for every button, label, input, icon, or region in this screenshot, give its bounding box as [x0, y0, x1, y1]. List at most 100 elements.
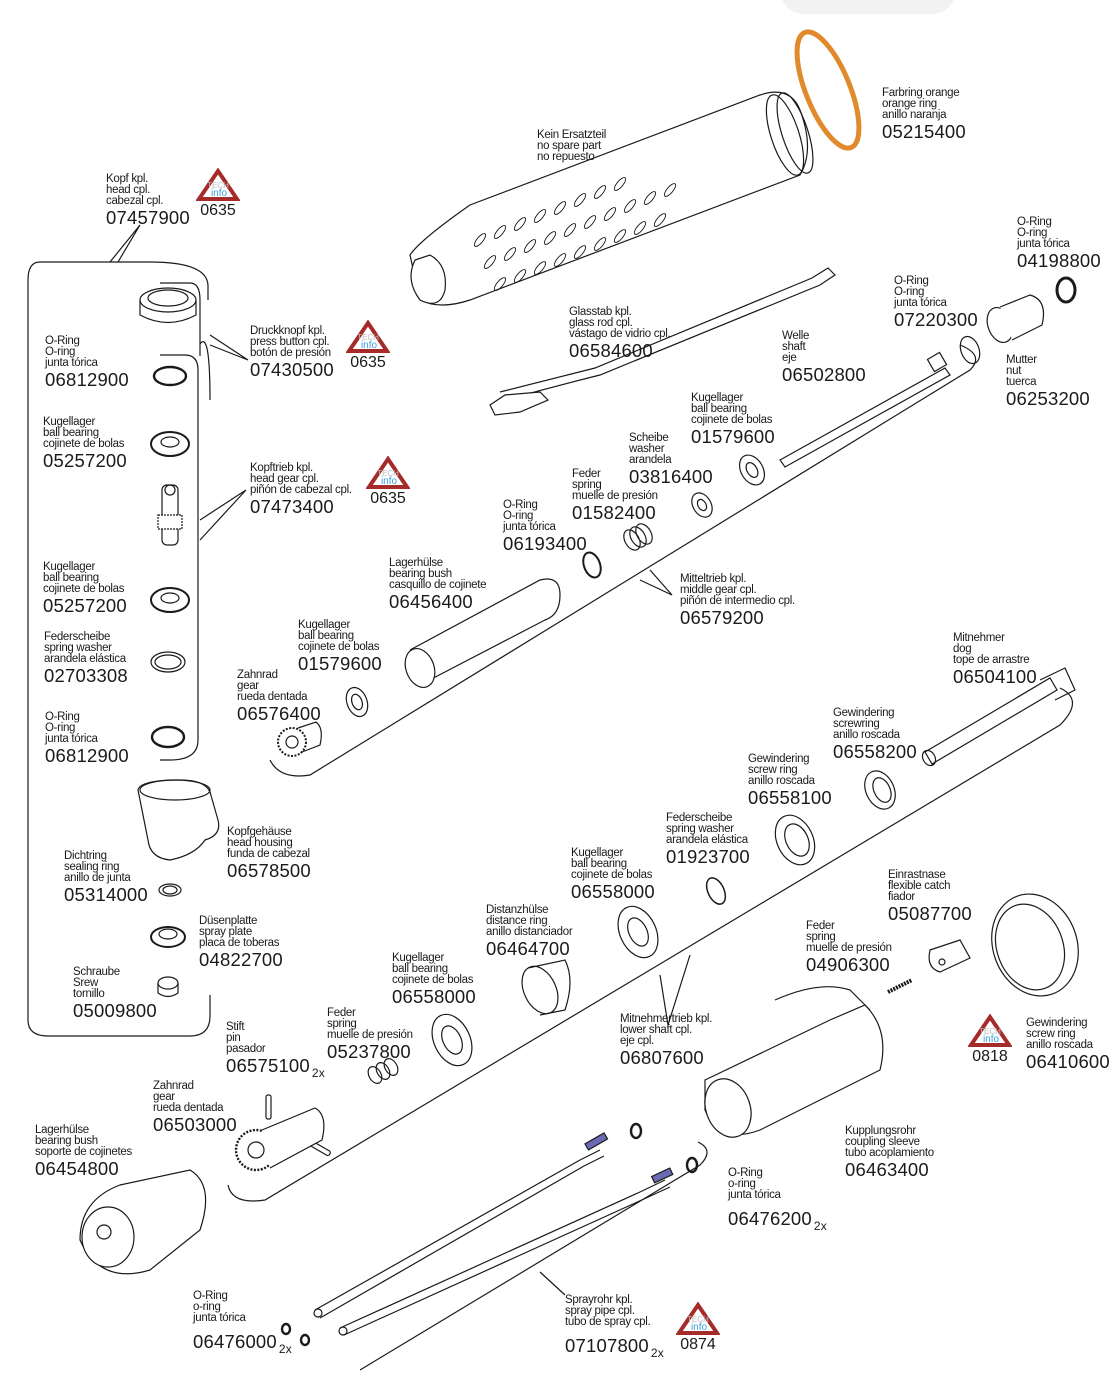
oring-head-1-part — [152, 365, 188, 387]
label-kugellager-head-1: Kugellager ball bearing cojinete de bola… — [43, 416, 127, 471]
label-lagerhuelse-mid: Lagerhülse bearing bush casquillo de coj… — [389, 557, 487, 612]
callout-druckknopf — [209, 334, 249, 361]
svg-text:TECH: TECH — [377, 469, 399, 478]
feder-catch-part — [887, 978, 913, 994]
oring-04198800-part — [1055, 276, 1077, 304]
label-feder-mid: Feder spring muelle de presión 01582400 — [572, 468, 658, 523]
feder-low-part — [367, 1058, 399, 1084]
gewindering-06558200-part — [864, 770, 896, 810]
label-feder-low: Feder spring muelle de presión 05237800 — [327, 1007, 413, 1062]
label-welle: Welle shaft eje 06502800 — [782, 330, 866, 385]
label-mitnehmer: Mitnehmer dog tope de arrastre 06504100 — [953, 632, 1037, 687]
label-oring-head-1: O-Ring O-ring junta tórica 06812900 — [45, 335, 129, 390]
federscheibe-low-part — [705, 877, 727, 905]
oring-06476000-part-a — [280, 1322, 292, 1336]
label-druckknopf: Druckknopf kpl. press button cpl. botón … — [250, 325, 334, 380]
spray-bracket — [359, 1141, 708, 1371]
label-schraube: Schraube Srew tornillo 05009800 — [73, 966, 157, 1021]
label-kopfgehaeuse: Kopfgehäuse head housing funda de cabeza… — [227, 826, 311, 881]
label-oring-07220300: O-Ring O-ring junta tórica 07220300 — [894, 275, 978, 330]
label-oring-head-2: O-Ring O-ring junta tórica 06812900 — [45, 711, 129, 766]
dichtring-part — [158, 883, 182, 897]
label-feder-catch: Feder spring muelle de presión 04906300 — [806, 920, 892, 975]
kopftrieb-part — [157, 484, 183, 546]
label-kugellager-low-1: Kugellager ball bearing cojinete de bola… — [571, 847, 655, 902]
svg-text:TECH: TECH — [687, 1315, 709, 1324]
label-lagerhuelse-low: Lagerhülse bearing bush soporte de cojin… — [35, 1124, 132, 1179]
label-glasstab: Glasstab kpl. glass rod cpl. vástago de … — [569, 306, 671, 361]
label-oring-04198800: O-Ring O-ring junta tórica 04198800 — [1017, 216, 1101, 271]
mitnehmer-part — [921, 667, 1076, 767]
label-duesenplatte: Düsenplatte spray plate placa de toberas… — [199, 915, 283, 970]
svg-text:info: info — [381, 476, 398, 487]
oring-06476000-part-b — [299, 1333, 311, 1347]
schraube-part — [157, 976, 179, 998]
label-zahnrad-mid: Zahnrad gear rueda dentada 06576400 — [237, 669, 321, 724]
callout-kopftrieb — [199, 489, 247, 541]
sleeve-part — [409, 91, 814, 306]
label-scheibe: Scheibe washer arandela 03816400 — [629, 432, 713, 487]
duesenplatte-part — [150, 926, 186, 948]
label-federscheibe-head: Federscheibe spring washer arandela elás… — [44, 631, 128, 686]
lagerhuelse-low-part — [79, 1169, 207, 1275]
label-gewindering-06558100: Gewindering screw ring anillo roscada 06… — [748, 753, 832, 808]
einrastnase-part — [928, 939, 971, 973]
quantity-badge: 2x — [278, 1342, 292, 1356]
kopfgehaeuse-part — [137, 779, 220, 861]
lower-group-bracket — [227, 687, 1074, 1202]
label-gewindering-06410600: Gewindering screw ring anillo roscada 06… — [1026, 1017, 1110, 1072]
quantity-badge: 2x — [311, 1066, 325, 1080]
svg-text:info: info — [211, 188, 228, 199]
callout-mitteltrieb — [639, 569, 673, 596]
label-kopf: Kopf kpl. head cpl. cabezal cpl. 0745790… — [106, 173, 190, 228]
sleeve-grip-pattern — [473, 177, 677, 291]
gewindering-06558100-part — [774, 814, 816, 866]
callout-sprayrohr — [539, 1271, 566, 1296]
label-mitteltrieb: Mitteltrieb kpl. middle gear cpl. piñón … — [680, 573, 795, 628]
label-kupplungsrohr: Kupplungsrohr coupling sleeve tubo acopl… — [845, 1125, 934, 1180]
svg-text:TECH: TECH — [207, 181, 229, 190]
label-dichtring: Dichtring sealing ring anillo de junta 0… — [64, 850, 148, 905]
quantity-badge: 2x — [650, 1346, 664, 1360]
svg-text:TECH: TECH — [979, 1027, 1001, 1036]
scheibe-part — [691, 492, 713, 518]
kugellager-head-1-part — [150, 431, 190, 457]
label-kugellager-mid-2: Kugellager ball bearing cojinete de bola… — [298, 619, 382, 674]
part-number: 07457900 — [106, 207, 190, 228]
head-subgroup-bracket — [160, 282, 211, 401]
label-zahnrad-low: Zahnrad gear rueda dentada 06503000 — [153, 1080, 237, 1135]
orange-ring-part — [794, 29, 862, 151]
kugellager-low-2-part — [431, 1013, 473, 1067]
label-kugellager-head-2: Kugellager ball bearing cojinete de bola… — [43, 561, 127, 616]
head-group-bracket-top — [110, 261, 209, 300]
svg-text:info: info — [361, 340, 378, 351]
svg-text:TECH: TECH — [357, 333, 379, 342]
federscheibe-head-part — [150, 651, 186, 673]
label-mitnehmertrieb: Mitnehmertrieb kpl. lower shaft cpl. eje… — [620, 1013, 713, 1068]
oring-06476200-part-b — [685, 1156, 699, 1174]
label-distanzhuelse: Distanzhülse distance ring anillo distan… — [486, 904, 573, 959]
kupplungsrohr-part — [704, 986, 884, 1138]
svg-text:info: info — [691, 1322, 708, 1333]
glass-rod-part — [499, 267, 836, 401]
middle-group-bracket — [269, 344, 977, 777]
lagerhuelse-mid-part — [404, 578, 561, 688]
label-oring-06193400: O-Ring O-ring junta tórica 06193400 — [503, 499, 587, 554]
callout-kopf — [109, 224, 141, 263]
druckknopf-part — [139, 287, 197, 324]
label-mutter: Mutter nut tuerca 06253200 — [1006, 354, 1090, 409]
label-kugellager-low-2: Kugellager ball bearing cojinete de bola… — [392, 952, 476, 1007]
